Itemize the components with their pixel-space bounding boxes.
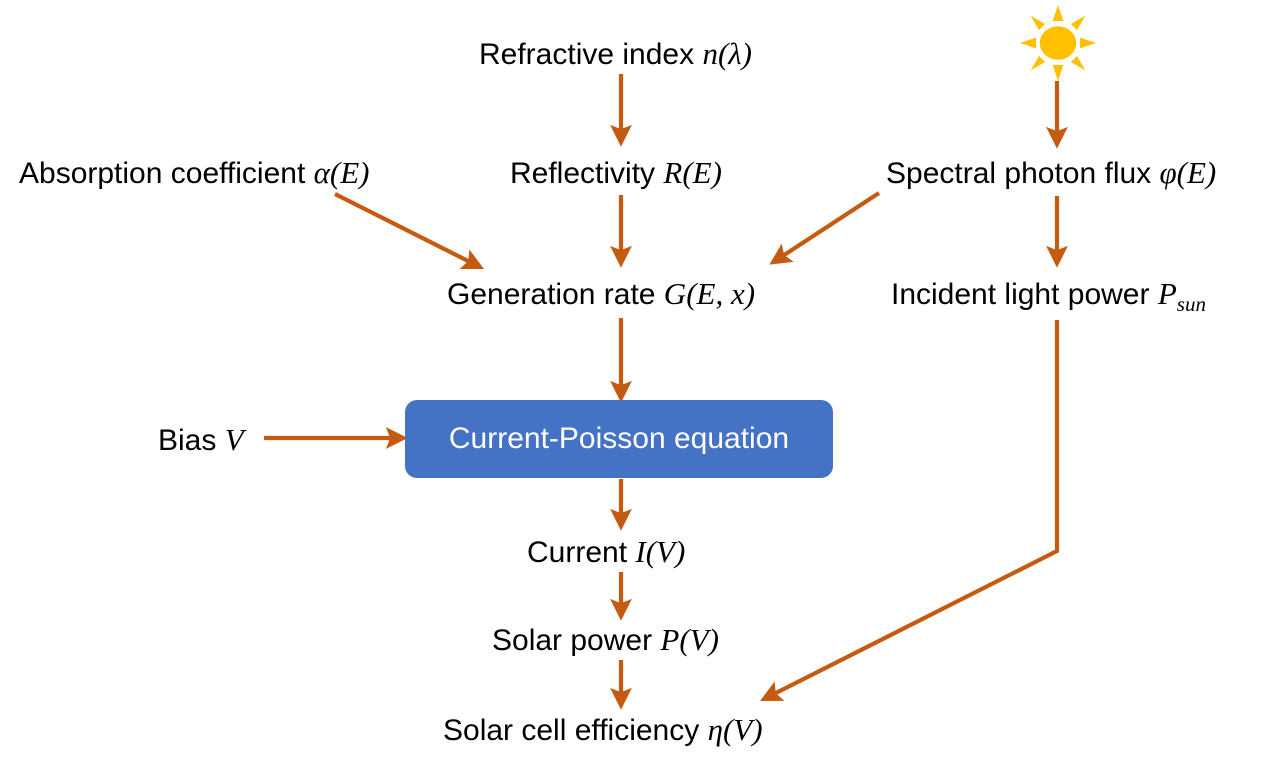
node-reflectivity-argument: (E): [682, 155, 722, 190]
process-box-current-poisson-equation[interactable]: Current-Poisson equation: [405, 400, 833, 478]
node-solar-power-prefix: Solar power: [492, 624, 661, 657]
node-generation-rate-argument: (E, x): [686, 276, 756, 311]
node-current-argument: (V): [645, 534, 686, 569]
node-incident-light-power-prefix: Incident light power: [891, 278, 1158, 311]
node-spectral-photon-flux-symbol: φ: [1159, 155, 1177, 190]
node-absorption-coefficient-symbol: α: [313, 155, 330, 190]
edge-absorption-coefficient-to-generation-rate: [334, 192, 485, 270]
node-refractive-index: Refractive index n(λ): [479, 36, 752, 73]
node-generation-rate-symbol: G: [663, 276, 687, 311]
node-incident-light-power-symbol: P: [1157, 276, 1177, 311]
node-solar-power: Solar power P(V): [492, 622, 719, 659]
node-absorption-coefficient: Absorption coefficient α(E): [19, 155, 370, 192]
node-refractive-index-prefix: Refractive index: [479, 38, 703, 71]
node-refractive-index-argument: (λ): [717, 36, 753, 71]
node-solar-cell-efficiency-argument: (V): [722, 712, 763, 747]
node-solar-power-symbol: P: [660, 622, 680, 657]
node-generation-rate: Generation rate G(E, x): [447, 276, 755, 313]
node-spectral-photon-flux-argument: (E): [1176, 155, 1217, 190]
node-incident-light-power: Incident light power Psun: [891, 276, 1206, 316]
node-absorption-coefficient-prefix: Absorption coefficient: [19, 157, 314, 190]
node-current: Current I(V): [527, 534, 685, 571]
node-solar-power-argument: (V): [679, 622, 719, 657]
node-absorption-coefficient-argument: (E): [329, 155, 370, 190]
node-reflectivity-prefix: Reflectivity: [510, 157, 664, 190]
node-spectral-photon-flux: Spectral photon flux φ(E): [886, 155, 1216, 192]
node-bias: Bias V: [158, 422, 244, 459]
node-reflectivity-symbol: R: [663, 155, 683, 190]
node-bias-symbol: V: [224, 422, 244, 457]
node-solar-cell-efficiency: Solar cell efficiency η(V): [443, 712, 763, 749]
node-reflectivity: Reflectivity R(E): [510, 155, 722, 192]
edge-incident-light-power-to-solar-cell-efficiency: [760, 320, 1060, 702]
node-incident-light-power-subscript: sun: [1176, 292, 1206, 316]
node-solar-cell-efficiency-prefix: Solar cell efficiency: [443, 714, 708, 747]
node-refractive-index-symbol: n: [702, 36, 718, 71]
node-generation-rate-prefix: Generation rate: [447, 278, 664, 311]
node-solar-cell-efficiency-symbol: η: [707, 712, 723, 747]
node-current-symbol: I: [635, 534, 646, 569]
edge-spectral-photon-flux-to-generation-rate: [769, 191, 881, 265]
process-box-label: Current-Poisson equation: [448, 422, 790, 455]
node-current-prefix: Current: [527, 536, 636, 569]
node-spectral-photon-flux-prefix: Spectral photon flux: [886, 157, 1160, 190]
sun-icon: [1020, 5, 1096, 81]
node-bias-prefix: Bias: [158, 424, 225, 457]
